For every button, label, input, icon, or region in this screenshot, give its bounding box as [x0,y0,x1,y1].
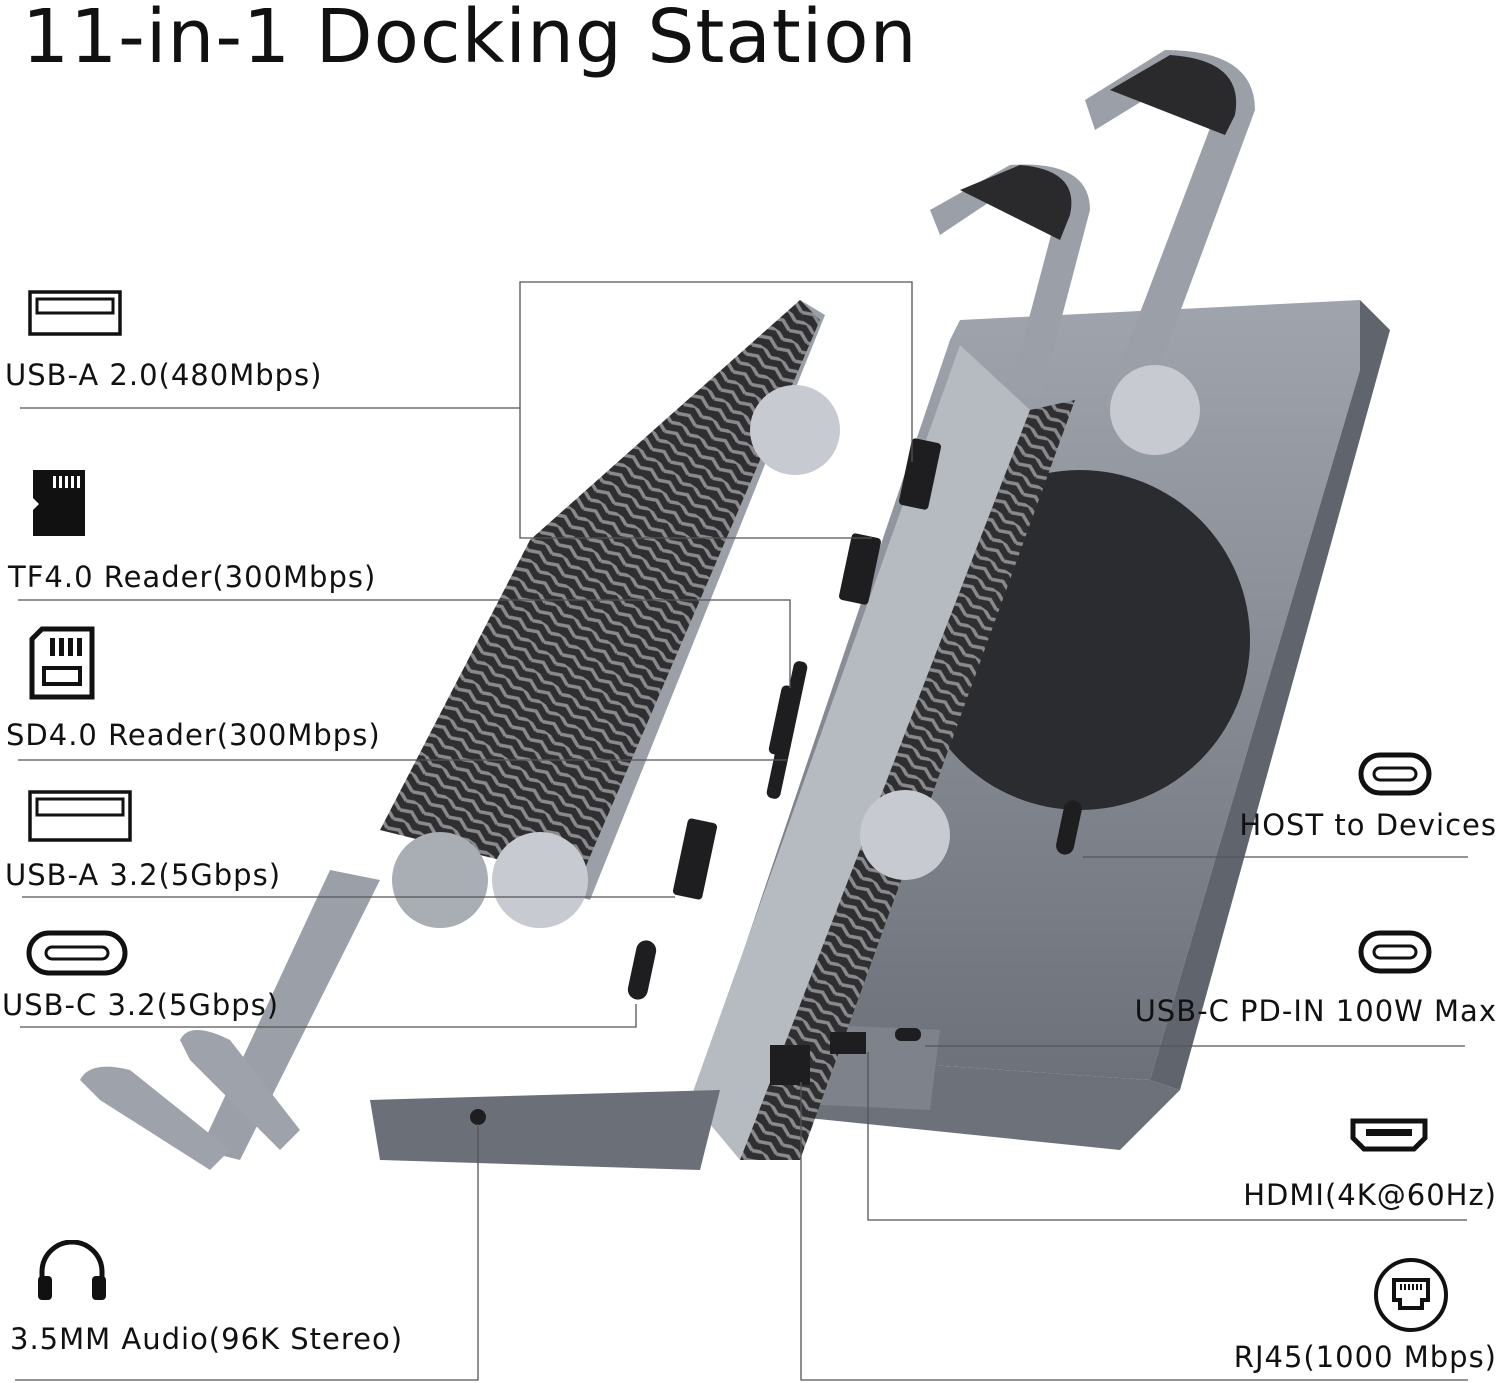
label-pd-in: USB-C PD-IN 100W Max [1134,994,1497,1028]
usb-c-port-icon [26,930,128,980]
label-usb-a-3: USB-A 3.2(5Gbps) [5,858,282,892]
stand-hooks [860,50,1255,880]
leader-lines [15,281,1468,1381]
ports-on-device [470,438,1082,1125]
usb-c-port-icon [1358,930,1432,978]
usb-a-port-icon [28,290,122,340]
page-title: 11-in-1 Docking Station [22,0,918,80]
sd-card-icon [28,626,96,704]
label-usb-c-3: USB-C 3.2(5Gbps) [2,988,280,1022]
label-host: HOST to Devices [1239,808,1497,842]
headphones-icon [36,1239,108,1306]
usb-c-port-icon [1358,752,1432,800]
usb-a-port-icon [28,790,132,846]
label-hdmi: HDMI(4K@60Hz) [1243,1178,1497,1212]
label-sd-reader: SD4.0 Reader(300Mbps) [6,718,381,752]
hub-port-strip [690,345,1075,1160]
micro-sd-card-icon [33,470,85,540]
hdmi-port-icon [1350,1118,1428,1156]
label-usb-a-2: USB-A 2.0(480Mbps) [5,358,323,392]
label-audio: 3.5MM Audio(96K Stereo) [10,1322,404,1356]
ethernet-port-icon [1372,1256,1450,1338]
label-rj45: RJ45(1000 Mbps) [1233,1340,1497,1374]
label-tf-reader: TF4.0 Reader(300Mbps) [8,560,377,594]
